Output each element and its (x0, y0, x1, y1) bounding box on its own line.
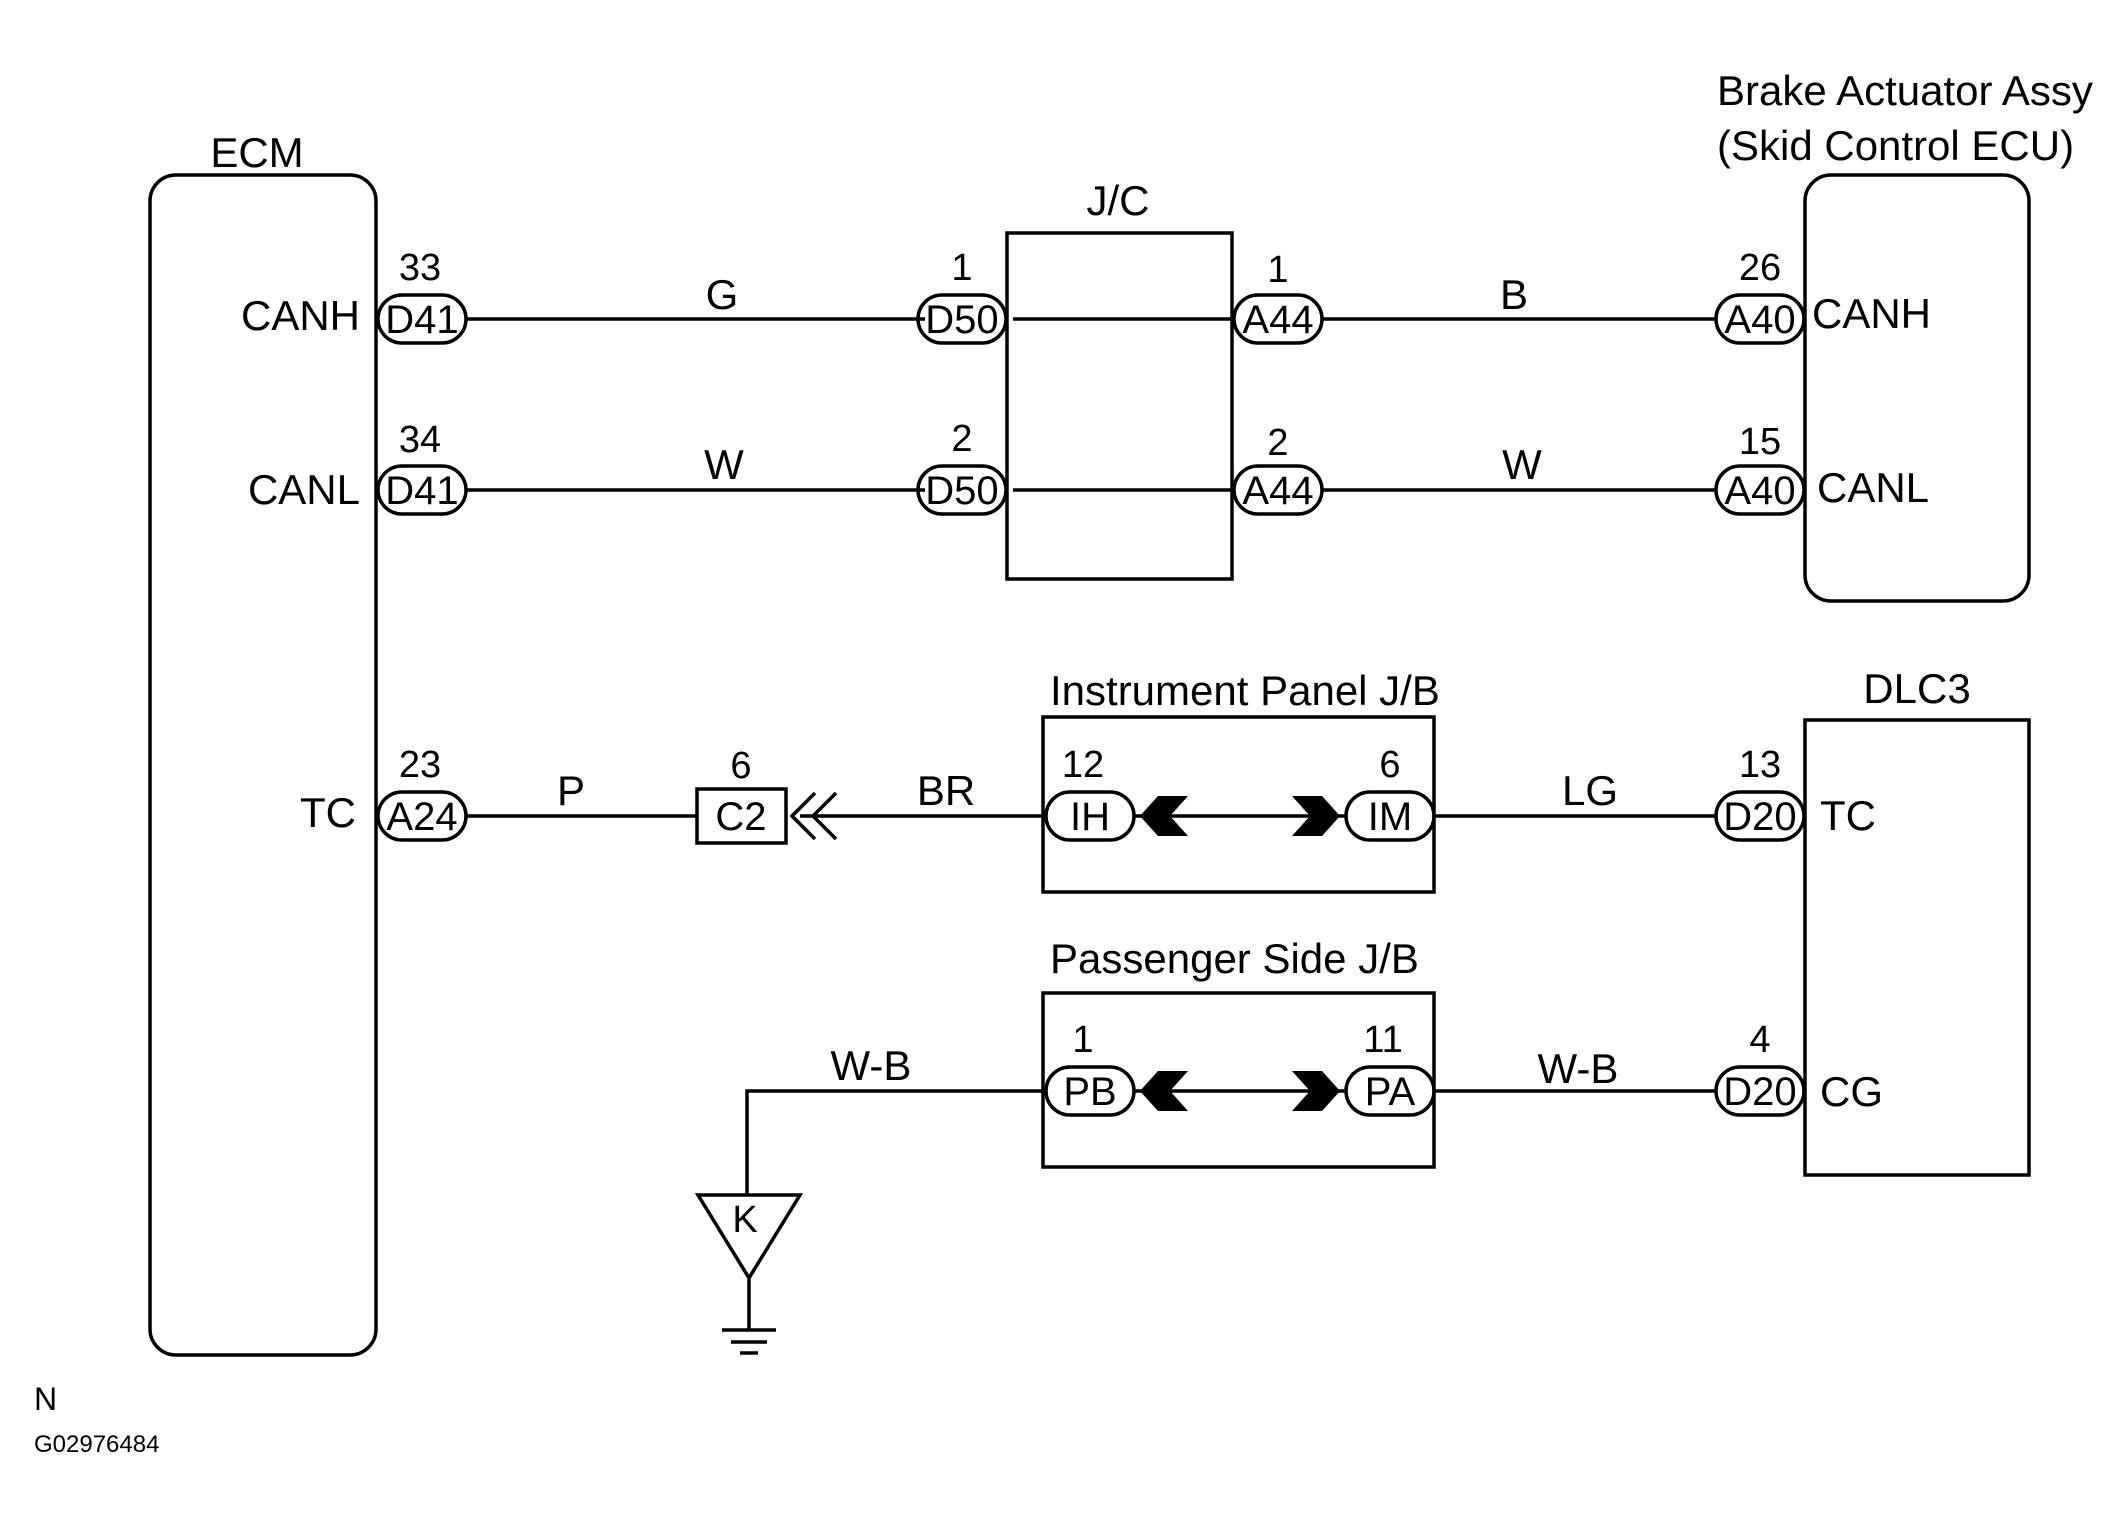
pin-c2: 6 (730, 745, 751, 787)
brake-canl-label: CANL (1817, 464, 1929, 511)
ecm-title: ECM (210, 129, 303, 176)
dlc-cg-label: CG (1820, 1068, 1883, 1115)
jb-arrow-ih (1140, 796, 1188, 836)
wire-color-ip-dlc: LG (1562, 767, 1618, 814)
pin-ip-im: 6 (1379, 744, 1400, 786)
ground-label: K (732, 1199, 757, 1241)
wire-color-c2-ip: BR (917, 767, 975, 814)
brake-actuator-box (1803, 173, 2031, 603)
pin-dlc-cg: 4 (1749, 1019, 1770, 1061)
connector-c2 (695, 787, 788, 845)
ground-triangle (694, 1193, 804, 1282)
code-brake-canl: A40 (1724, 469, 1795, 513)
brake-title-line2: (Skid Control ECU) (1717, 122, 2074, 169)
code-ps-pa: PA (1365, 1070, 1416, 1114)
pin-ps-pb: 1 (1072, 1019, 1093, 1061)
wire-color-jc-brake-canl: W (1502, 441, 1542, 488)
pin-brake-canh: 26 (1739, 247, 1781, 289)
pin-ps-pa: 11 (1363, 1019, 1402, 1061)
pin-ecm-canl: 34 (399, 419, 441, 461)
pin-jc-in-canl: 2 (951, 418, 972, 460)
ecm-box (148, 173, 378, 1357)
code-ecm-canh: D41 (385, 298, 458, 342)
code-jc-in-canl: D50 (925, 469, 998, 513)
code-dlc-tc: D20 (1723, 795, 1796, 839)
brake-title-line1: Brake Actuator Assy (1717, 67, 2093, 114)
connector-ps-pa (1344, 1065, 1436, 1117)
jc-box (1005, 231, 1234, 581)
connector-ecm-tc (376, 790, 468, 842)
connector-jc-in-canl (916, 464, 1008, 516)
dlc-tc-label: TC (1820, 792, 1876, 839)
figure-code: G02976484 (34, 1431, 159, 1458)
wire-color-ecm-jc-canh: G (706, 271, 739, 318)
jb-arrow-pa (1292, 1071, 1340, 1111)
wire-color-jc-brake-canh: B (1500, 271, 1528, 318)
connector-dlc-cg (1714, 1065, 1806, 1117)
pin-jc-in-canh: 1 (951, 247, 972, 289)
dlc3-box (1803, 718, 2031, 1177)
ip-jb-title: Instrument Panel J/B (1050, 667, 1440, 714)
connector-ecm-canl (376, 464, 468, 516)
wire-color-ecm-c2: P (557, 767, 585, 814)
pin-jc-out-canl: 2 (1267, 422, 1288, 464)
connector-ps-pb (1044, 1065, 1136, 1117)
connector-ip-ih (1044, 790, 1136, 842)
ecm-canh-label: CANH (241, 292, 360, 339)
dlc3-title: DLC3 (1863, 665, 1970, 712)
jb-arrow-im (1292, 796, 1340, 836)
code-ip-im: IM (1368, 795, 1412, 839)
passenger-side-jb-box (1041, 991, 1436, 1169)
code-ip-ih: IH (1070, 795, 1110, 839)
pin-ip-ih: 12 (1062, 744, 1104, 786)
wire-color-ps-dlc: W-B (1538, 1045, 1619, 1092)
instrument-panel-jb-box (1041, 715, 1436, 894)
plug-chevron-outer (789, 791, 817, 841)
code-ecm-canl: D41 (385, 469, 458, 513)
pin-brake-canl: 15 (1739, 421, 1781, 463)
ecm-tc-label: TC (300, 789, 356, 836)
code-jc-out-canl: A44 (1242, 469, 1313, 513)
connector-ip-im (1344, 790, 1436, 842)
pin-jc-out-canh: 1 (1267, 249, 1288, 291)
connector-brake-canh (1714, 293, 1806, 345)
brake-canh-label: CANH (1812, 290, 1931, 337)
code-ecm-tc: A24 (386, 795, 457, 839)
connector-ecm-canh (376, 293, 468, 345)
wire-ground-ps (745, 1089, 1046, 1195)
connector-jc-out-canh (1232, 293, 1324, 345)
pin-ecm-canh: 33 (399, 247, 441, 289)
connector-dlc-tc (1714, 790, 1806, 842)
wire-color-gnd-ps: W-B (831, 1042, 912, 1089)
footer-north-mark: N (34, 1381, 57, 1417)
connector-jc-out-canl (1232, 464, 1324, 516)
code-brake-canh: A40 (1724, 298, 1795, 342)
pin-ecm-tc: 23 (399, 744, 441, 786)
jc-title: J/C (1087, 177, 1150, 224)
pin-dlc-tc: 13 (1739, 744, 1781, 786)
code-c2: C2 (715, 795, 766, 839)
code-ps-pb: PB (1063, 1070, 1116, 1114)
ps-jb-title: Passenger Side J/B (1050, 935, 1419, 982)
plug-chevron-inner (810, 791, 838, 841)
code-dlc-cg: D20 (1723, 1070, 1796, 1114)
code-jc-in-canh: D50 (925, 298, 998, 342)
connector-brake-canl (1714, 464, 1806, 516)
jb-arrow-pb (1140, 1071, 1188, 1111)
code-jc-out-canh: A44 (1242, 298, 1313, 342)
wire-color-ecm-jc-canl: W (704, 441, 744, 488)
ecm-canl-label: CANL (248, 466, 360, 513)
connector-jc-in-canh (916, 293, 1008, 345)
